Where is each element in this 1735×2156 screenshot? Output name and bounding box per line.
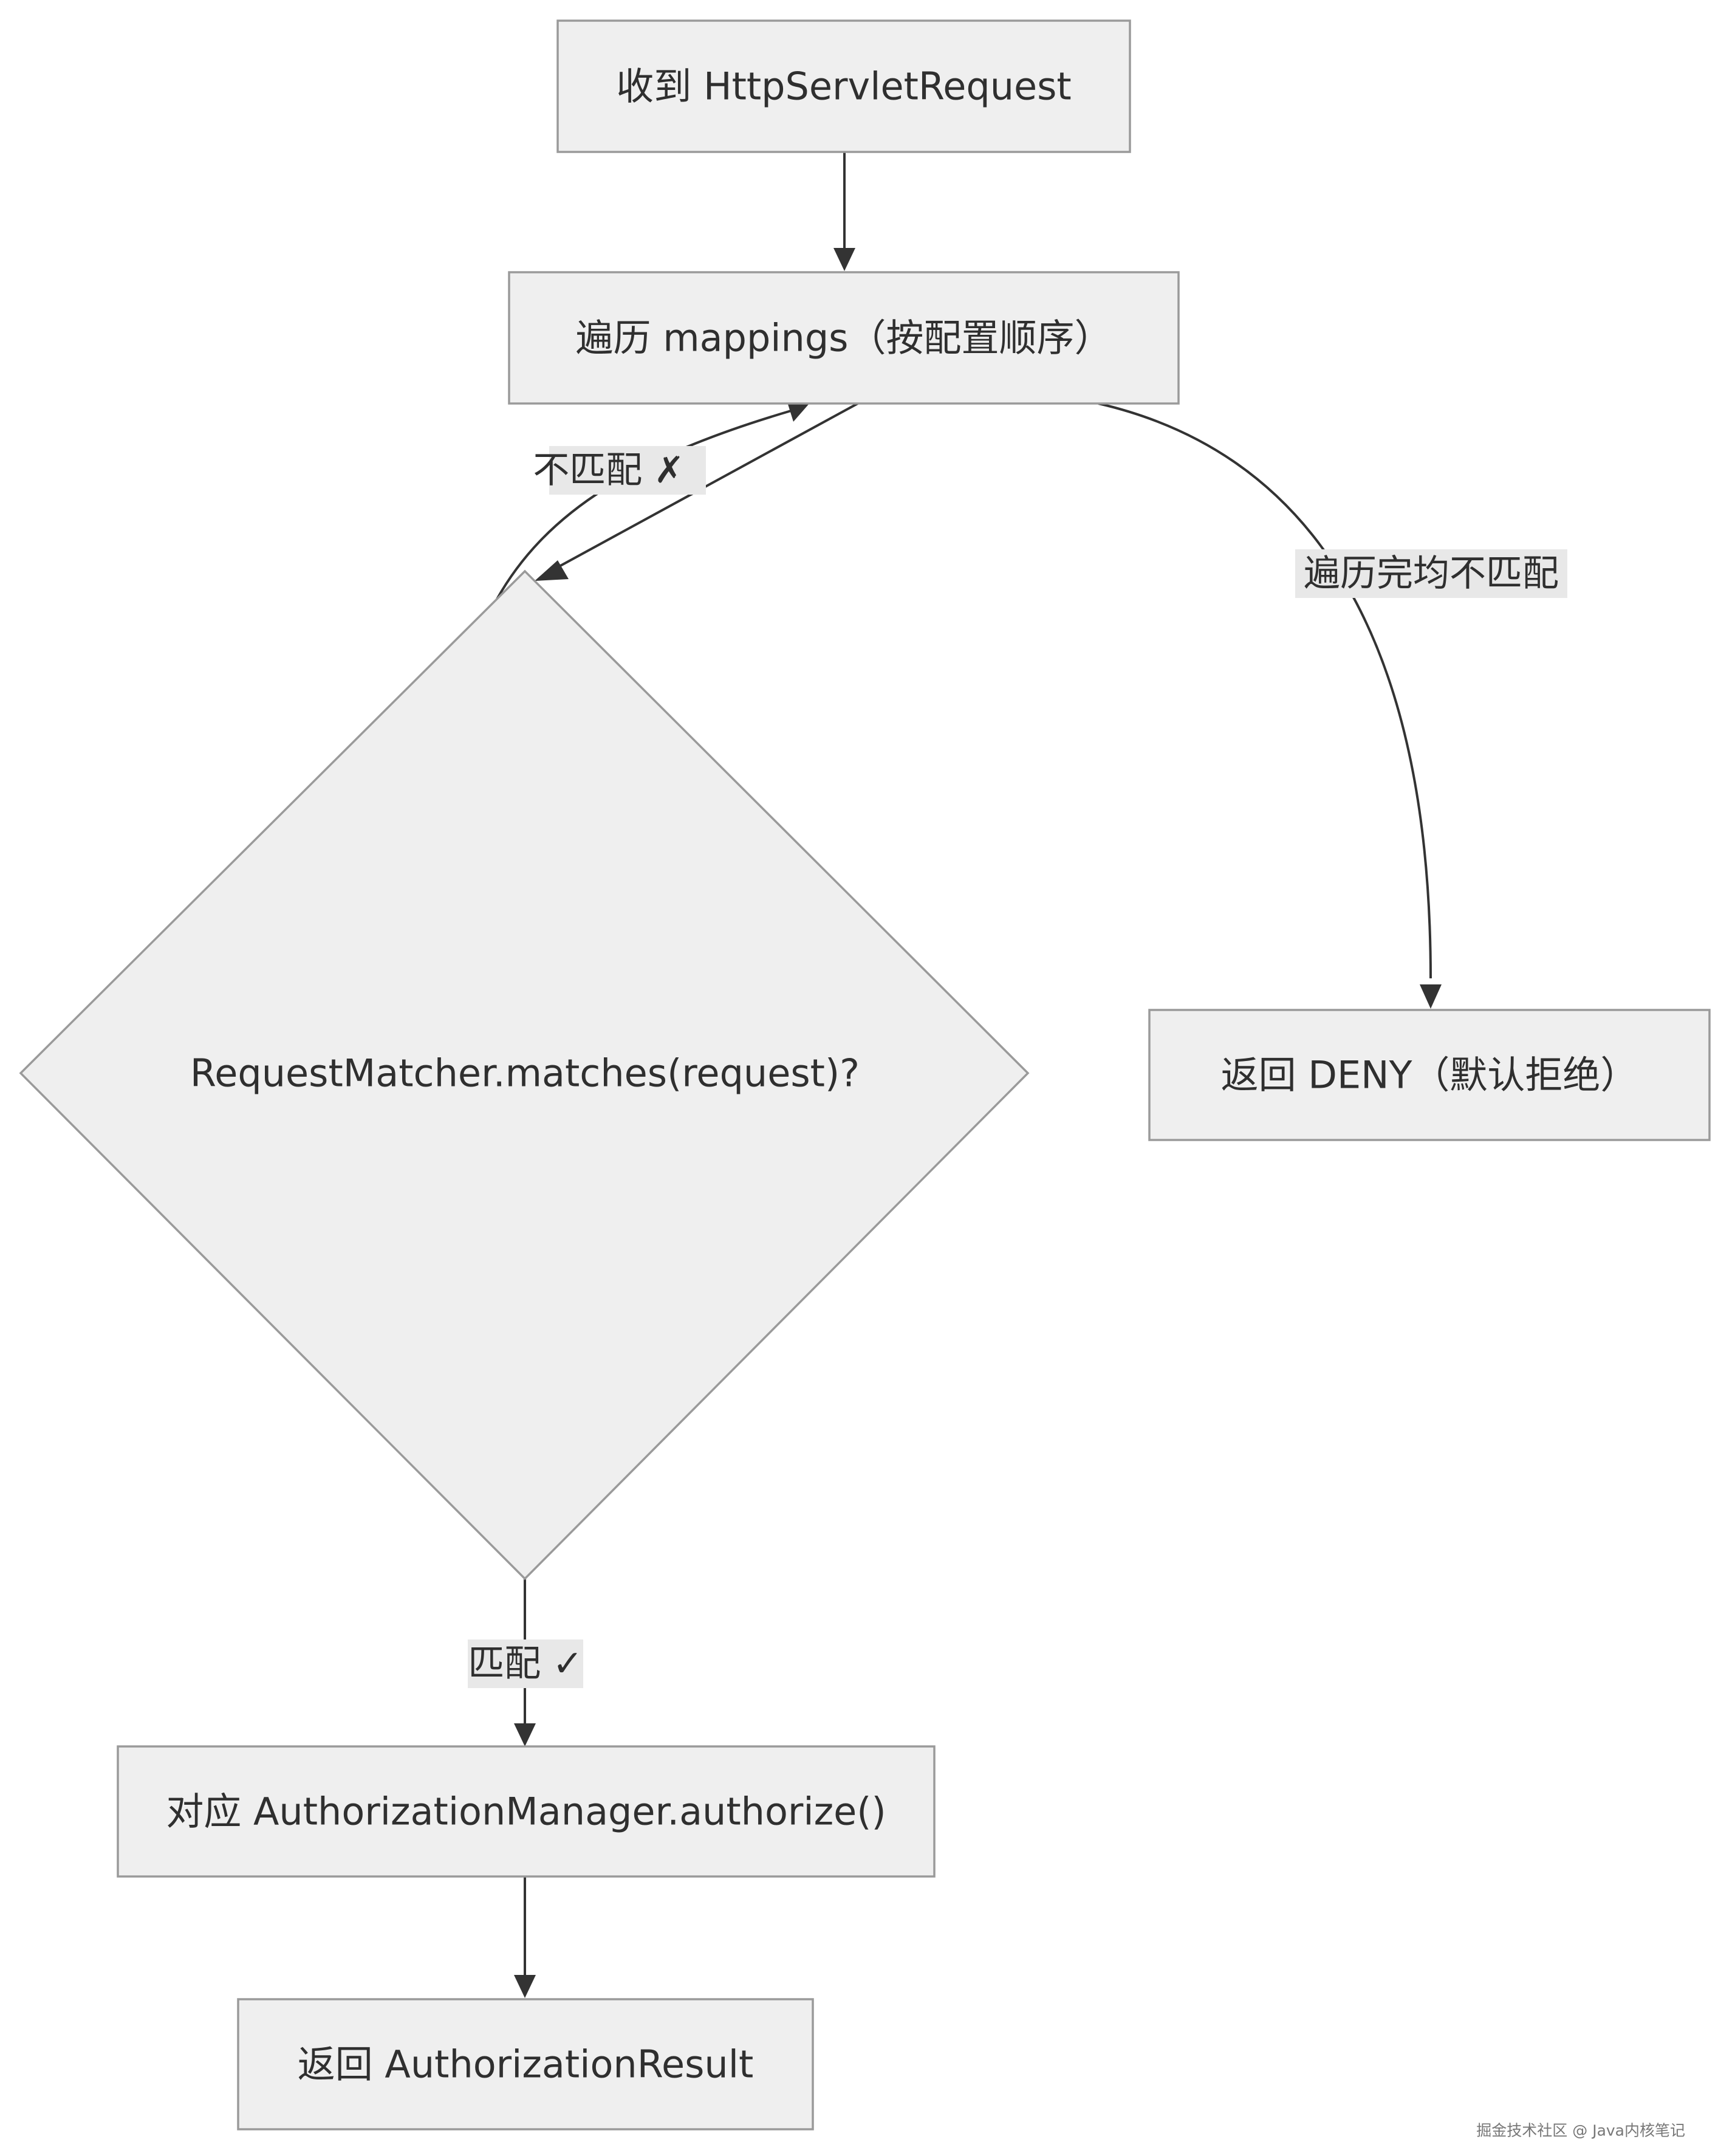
node-authorize-label: 对应 AuthorizationManager.authorize() bbox=[166, 1790, 886, 1834]
arrowhead-deny bbox=[1420, 984, 1442, 1009]
arrowhead-decision bbox=[535, 560, 569, 581]
nodes: 收到 HttpServletRequest 遍历 mappings（按配置顺序）… bbox=[19, 19, 1711, 2130]
arrowhead-result bbox=[514, 1975, 536, 1998]
edge-label-no-match: 不匹配 ✗ bbox=[533, 446, 706, 495]
edge-all-no-match bbox=[1098, 402, 1432, 979]
node-matcher-decision-label: RequestMatcher.matches(request)? bbox=[190, 1051, 860, 1096]
arrowhead-loop bbox=[787, 402, 810, 422]
edge-label-match: 匹配 ✓ bbox=[468, 1639, 583, 1688]
arrowhead-iterate bbox=[833, 248, 855, 271]
node-return-result: 返回 AuthorizationResult bbox=[237, 1998, 814, 2130]
node-return-result-label: 返回 AuthorizationResult bbox=[298, 2042, 754, 2087]
node-receive-request: 收到 HttpServletRequest bbox=[556, 19, 1131, 153]
node-return-deny-label: 返回 DENY（默认拒绝） bbox=[1221, 1053, 1638, 1097]
watermark-text: 掘金技术社区 @ Java内核笔记 bbox=[1476, 2122, 1685, 2140]
node-iterate-mappings: 遍历 mappings（按配置顺序） bbox=[508, 271, 1180, 405]
edge-label-no-match-text: 不匹配 ✗ bbox=[533, 449, 684, 492]
edge-label-all-no-match: 遍历完均不匹配 bbox=[1295, 549, 1567, 598]
node-authorize: 对应 AuthorizationManager.authorize() bbox=[117, 1745, 936, 1878]
node-iterate-mappings-label: 遍历 mappings（按配置顺序） bbox=[576, 316, 1112, 360]
arrowhead-authorize bbox=[514, 1723, 536, 1746]
edge-label-all-no-match-text: 遍历完均不匹配 bbox=[1304, 552, 1559, 595]
edge-no-match-loop bbox=[496, 410, 792, 600]
node-receive-request-label: 收到 HttpServletRequest bbox=[616, 64, 1072, 109]
node-return-deny: 返回 DENY（默认拒绝） bbox=[1148, 1009, 1711, 1141]
edge-labels: 不匹配 ✗ 遍历完均不匹配 匹配 ✓ bbox=[468, 446, 1567, 1688]
edge-label-match-text: 匹配 ✓ bbox=[468, 1643, 583, 1685]
node-matcher-decision: RequestMatcher.matches(request)? bbox=[19, 569, 1030, 1581]
